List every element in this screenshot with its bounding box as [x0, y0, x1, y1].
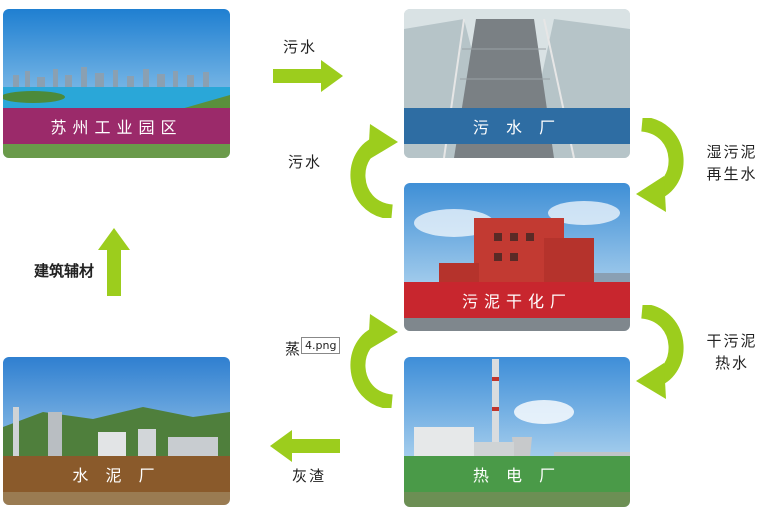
drying-band: 污泥干化厂: [404, 282, 630, 318]
image-tooltip: 4.png: [301, 337, 341, 354]
sewage-label: 污 水 厂: [472, 118, 562, 137]
label-drying-to-power: 干污泥热水: [706, 332, 758, 372]
power-band: 热 电 厂: [404, 456, 630, 492]
card-power-plant: 热 电 厂: [404, 357, 630, 507]
arrow-cement-to-park: [98, 228, 130, 296]
arrow-park-to-sewage: [273, 60, 343, 92]
arrow-drying-to-sewage: [350, 124, 398, 218]
arrow-power-to-cement: [270, 430, 340, 462]
label-power-to-cement: 灰渣: [292, 467, 327, 485]
card-industrial-park: 苏州工业园区: [3, 9, 230, 158]
label-drying-to-sewage: 污水: [288, 153, 323, 171]
card-drying-plant: 污泥干化厂: [404, 183, 630, 331]
label-park-to-sewage: 污水: [283, 38, 318, 56]
label-cement-to-park: 建筑辅材: [34, 262, 95, 280]
arrow-power-to-drying: [350, 314, 398, 408]
park-band: 苏州工业园区: [3, 108, 230, 144]
label-sewage-to-drying: 湿污泥再生水: [706, 143, 758, 183]
card-sewage-plant: 污 水 厂: [404, 9, 630, 158]
card-cement-plant: 水 泥 厂: [3, 357, 230, 505]
sewage-band: 污 水 厂: [404, 108, 630, 144]
power-label: 热 电 厂: [472, 466, 562, 485]
cement-band: 水 泥 厂: [3, 456, 230, 492]
cement-label: 水 泥 厂: [72, 466, 161, 485]
arrow-sewage-to-drying: [636, 118, 684, 212]
label-power-to-drying: 蒸: [285, 340, 303, 358]
arrow-drying-to-power: [636, 305, 684, 399]
drying-label: 污泥干化厂: [461, 292, 572, 311]
park-label: 苏州工业园区: [50, 118, 183, 137]
